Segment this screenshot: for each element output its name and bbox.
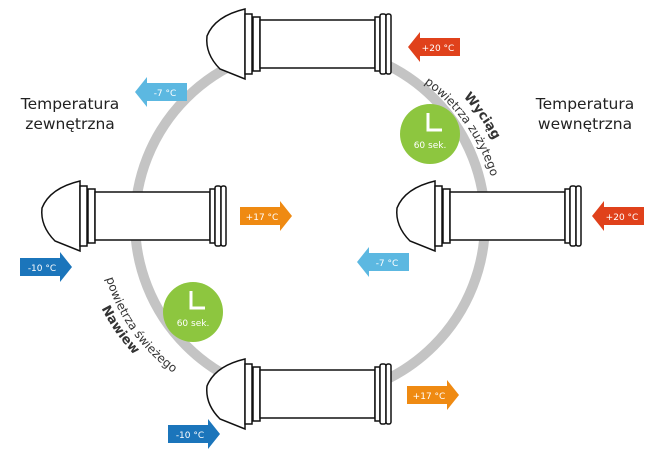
temperature-arrow-left-out: +17 °C <box>240 201 292 231</box>
clock-icon <box>426 113 442 132</box>
svg-text:+17 °C: +17 °C <box>246 213 279 223</box>
temperature-arrow-right-in: +20 °C <box>592 201 644 231</box>
svg-text:-7 °C: -7 °C <box>154 89 177 99</box>
temperature-arrow-top-in: +20 °C <box>408 32 460 62</box>
timer-badge-exhaust: 60 sek. <box>400 104 460 164</box>
outside-label-line1: Temperatura <box>20 95 120 113</box>
ventilator-unit-top <box>206 8 392 81</box>
temperature-arrow-bottom-in: -10 °C <box>168 419 220 449</box>
inside-temperature-label: Temperatura wewnętrzna <box>520 94 650 134</box>
svg-text:-7 °C: -7 °C <box>376 259 399 269</box>
temperature-arrow-bottom-out: +17 °C <box>407 380 459 410</box>
clock-icon <box>189 291 205 310</box>
svg-text:-10 °C: -10 °C <box>28 264 56 274</box>
timer-label: 60 sek. <box>414 141 447 151</box>
timer-badge-supply: 60 sek. <box>163 282 223 342</box>
temperature-arrow-left-in: -10 °C <box>20 252 72 282</box>
ventilator-unit-bottom <box>206 358 392 431</box>
timer-label: 60 sek. <box>177 319 210 329</box>
svg-text:+20 °C: +20 °C <box>422 44 455 54</box>
ventilator-unit-left <box>41 180 227 253</box>
svg-text:-10 °C: -10 °C <box>176 431 204 441</box>
ventilator-unit-right <box>396 180 582 253</box>
temperature-arrow-top-out: -7 °C <box>135 77 187 107</box>
outside-label-line2: zewnętrzna <box>25 115 115 133</box>
svg-text:+20 °C: +20 °C <box>606 213 639 223</box>
inside-label-line2: wewnętrzna <box>537 115 633 133</box>
outside-temperature-label: Temperatura zewnętrzna <box>10 94 130 134</box>
inside-label-line1: Temperatura <box>535 95 635 113</box>
temperature-arrow-right-out: -7 °C <box>357 247 409 277</box>
svg-text:+17 °C: +17 °C <box>413 392 446 402</box>
